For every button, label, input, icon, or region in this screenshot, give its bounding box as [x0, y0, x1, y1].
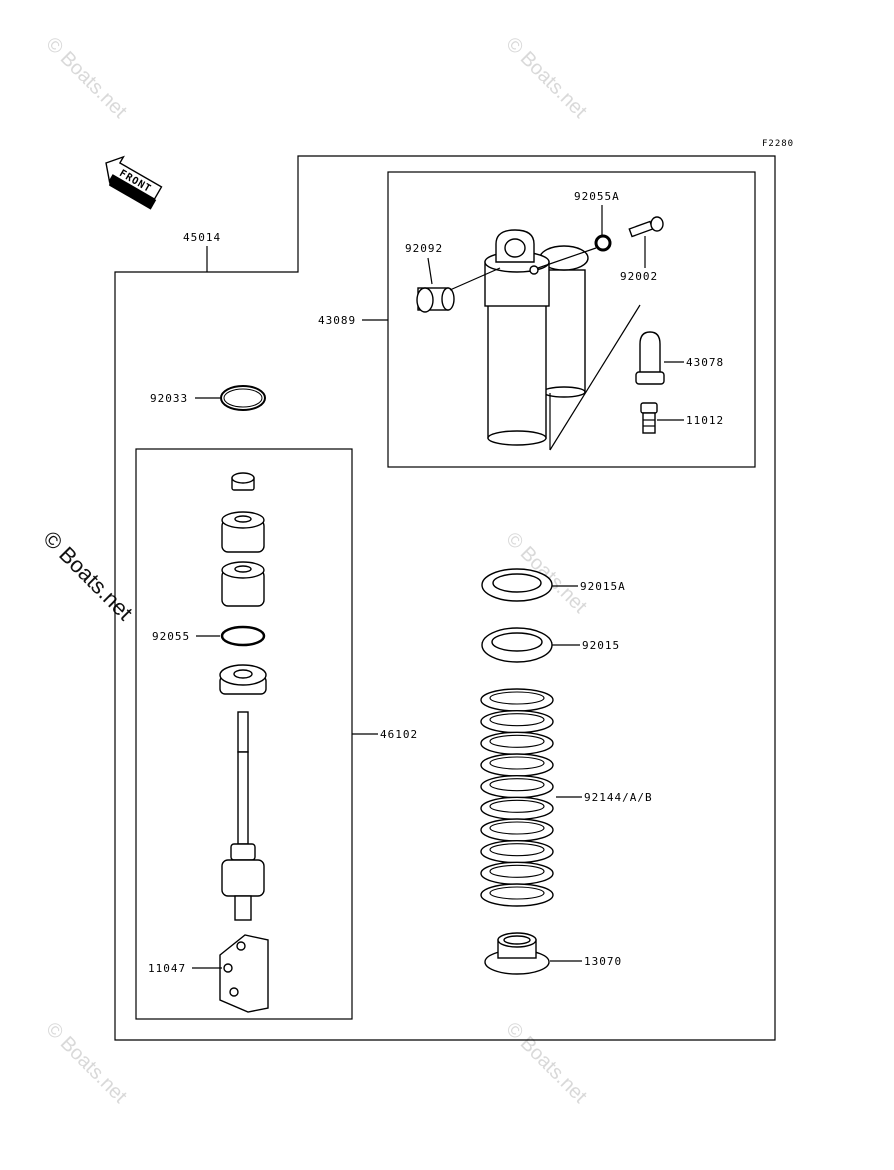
bushing-end: [441, 287, 455, 311]
spring-coil-inner: [489, 691, 545, 705]
rod-shaft: [237, 751, 249, 845]
label-11012: 11012: [686, 414, 724, 427]
spring-coil-inner: [489, 778, 545, 792]
piston-upper: [221, 511, 265, 553]
piston-lower: [221, 561, 265, 607]
watermark-main: © Boats.net: [38, 526, 137, 625]
bolt-shank: [628, 220, 654, 238]
bladder-body: [639, 331, 661, 376]
spring-coil-inner: [489, 843, 545, 857]
label-11047: 11047: [148, 962, 186, 975]
spring-coil-inner: [489, 799, 545, 813]
bushing-92092: [416, 287, 455, 313]
circlip-92033: [220, 385, 266, 411]
rod-lower-body: [221, 859, 265, 897]
piston-lower-hole: [234, 565, 252, 573]
damper-rod: [221, 711, 265, 921]
spring-coil-inner: [489, 713, 545, 727]
locknut-92015: [481, 627, 553, 663]
assembly-outline: [114, 155, 776, 1041]
spring-coil-inner: [489, 886, 545, 900]
label-92033: 92033: [150, 392, 188, 405]
valve-cap-11012: [640, 402, 658, 434]
rod-stub: [234, 895, 252, 921]
watermark-bottom-right: © Boats.net: [501, 1018, 591, 1108]
oring-92055: [220, 625, 266, 647]
rod-collar: [230, 843, 256, 861]
shock-body: [484, 229, 589, 446]
seal-head-hole: [233, 669, 253, 679]
label-43089: 43089: [318, 314, 356, 327]
front-arrow: FRONT: [105, 155, 163, 210]
clevis-11047: [219, 934, 269, 1013]
clevis-hole-2: [229, 987, 239, 997]
piston-upper-hole: [234, 515, 252, 523]
locknut-92015-inner: [491, 632, 543, 652]
spring-coil-inner: [489, 756, 545, 770]
spring-coil-inner: [489, 734, 545, 748]
locknut-92015a-inner: [492, 573, 542, 593]
upper-eye-hole: [504, 238, 526, 258]
label-46102: 46102: [380, 728, 418, 741]
spring-92144: [480, 688, 554, 907]
front-arrow-shadow: [109, 175, 157, 210]
label-43078: 43078: [686, 356, 724, 369]
label-92015: 92015: [582, 639, 620, 652]
oring-92055a: [594, 234, 612, 252]
seal-head: [219, 664, 267, 695]
watermark-top-right: © Boats.net: [501, 33, 591, 123]
label-92002: 92002: [620, 270, 658, 283]
bladder-43078: [635, 331, 665, 385]
locknut-92015a: [481, 568, 553, 602]
spring-coil-inner: [489, 864, 545, 878]
label-45014: 45014: [183, 231, 221, 244]
figure-code: F2280: [762, 139, 794, 149]
clevis-bolt-top: [236, 941, 246, 951]
label-92055: 92055: [152, 630, 190, 643]
watermark-top-left: © Boats.net: [41, 33, 131, 123]
reservoir-leader-b: [549, 304, 641, 451]
valve-cap-body: [642, 412, 656, 434]
main-cylinder-bottom: [487, 430, 547, 446]
label-92055a: 92055A: [574, 190, 620, 203]
label-92144: 92144/A/B: [584, 791, 653, 804]
label-92092: 92092: [405, 242, 443, 255]
leader-92092: [427, 257, 433, 285]
leader-oring-to-body: [537, 247, 597, 269]
nut: [231, 472, 255, 491]
label-13070: 13070: [584, 955, 622, 968]
reservoir-bottom: [542, 386, 586, 398]
bushing-face: [416, 287, 434, 313]
nut-top: [231, 472, 255, 484]
bolt-92002: [628, 216, 664, 238]
spring-guide-13070: [484, 932, 550, 975]
guide-hole: [503, 935, 531, 945]
spring-coil-inner: [489, 821, 545, 835]
bladder-base: [635, 371, 665, 385]
clevis-hole-1: [223, 963, 233, 973]
rod-thread: [237, 711, 249, 753]
label-92015a: 92015A: [580, 580, 626, 593]
valve-cap-top: [640, 402, 658, 414]
circlip-92033-inner: [223, 388, 263, 408]
watermark-bottom-left: © Boats.net: [41, 1018, 131, 1108]
body-bolt-hole: [529, 265, 539, 275]
leader-bushing-to-eye: [449, 267, 501, 291]
bolt-head: [650, 216, 664, 232]
